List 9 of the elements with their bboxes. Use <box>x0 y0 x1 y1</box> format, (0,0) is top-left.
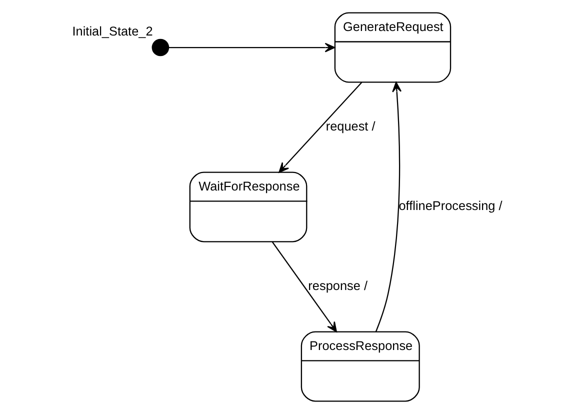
node-circle <box>152 38 170 56</box>
arrow <box>168 42 336 52</box>
edge-label: response / <box>308 278 368 293</box>
edge-label: request / <box>326 118 376 134</box>
arrow <box>375 82 402 332</box>
node-label: Initial_State_2 <box>72 24 153 39</box>
edge-label: offlineProcessing / <box>398 198 502 214</box>
arrow <box>272 242 337 332</box>
arrow <box>278 82 362 173</box>
